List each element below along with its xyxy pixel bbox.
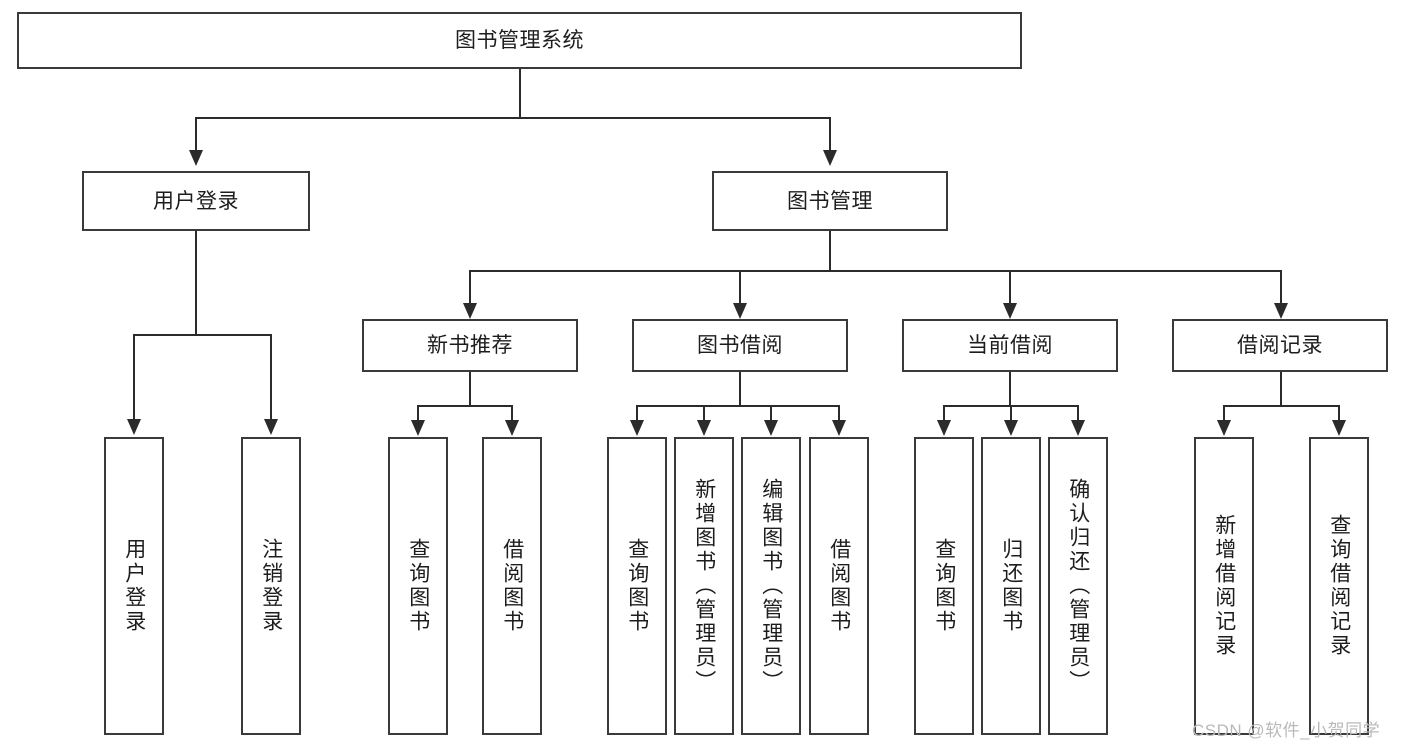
node-label: 新增图书（管理员） (692, 478, 716, 694)
arrow-root-to-book-manage (823, 150, 837, 166)
leaf-user-login[interactable]: 用户登录 (104, 437, 164, 735)
node-label: 借阅记录 (1237, 334, 1323, 357)
arrow-book-borrow-to-leaf-4 (832, 420, 846, 436)
connector-new-book-to-leaf-1 (417, 405, 419, 422)
node-label: 用户登录 (153, 189, 239, 213)
node-label: 图书管理 (787, 189, 873, 213)
connector-user-login-to-leaf-2 (270, 334, 272, 420)
connector-borrow-record-bar (1224, 405, 1340, 407)
node-label: 新增借阅记录 (1212, 514, 1236, 658)
connector-book-borrow-to-leaf-2 (703, 405, 705, 422)
connector-user-login-bar (134, 334, 271, 336)
node-label: 查询图书 (932, 538, 956, 634)
node-label: 编辑图书（管理员） (759, 478, 783, 694)
arrow-book-borrow-to-leaf-3 (764, 420, 778, 436)
arrow-user-login-to-leaf-1 (127, 419, 141, 435)
arrow-borrow-record-to-leaf-1 (1217, 420, 1231, 436)
connector-book-borrow-to-leaf-4 (838, 405, 840, 422)
node-user-login[interactable]: 用户登录 (82, 171, 310, 231)
node-label: 新书推荐 (427, 334, 513, 357)
connector-borrow-record-to-leaf-1 (1223, 405, 1225, 422)
node-current-borrow[interactable]: 当前借阅 (902, 319, 1118, 372)
connector-current-borrow-to-leaf-1 (943, 405, 945, 422)
connector-borrow-record-stem (1280, 372, 1282, 406)
connector-root-to-user-login (195, 117, 197, 152)
arrow-book-manage-to-new-book (463, 303, 477, 319)
csdn-watermark: CSDN @软件_小贺同学 (1192, 721, 1381, 740)
arrow-book-manage-to-current-borrow (1003, 303, 1017, 319)
node-label: 当前借阅 (967, 334, 1053, 357)
connector-book-borrow-stem (739, 372, 741, 406)
arrow-user-login-to-leaf-2 (264, 419, 278, 435)
node-label: 图书借阅 (697, 334, 783, 357)
connector-book-borrow-bar (637, 405, 840, 407)
connector-root-bar (196, 117, 831, 119)
connector-book-manage-stem (829, 231, 831, 271)
leaf-return-book[interactable]: 归还图书 (981, 437, 1041, 735)
arrow-root-to-user-login (189, 150, 203, 166)
connector-current-borrow-to-leaf-2 (1010, 405, 1012, 422)
arrow-book-manage-to-book-borrow (733, 303, 747, 319)
connector-root-to-book-manage (829, 117, 831, 152)
connector-borrow-record-to-leaf-2 (1338, 405, 1340, 422)
arrow-new-book-to-leaf-1 (411, 420, 425, 436)
leaf-query-borrow-record[interactable]: 查询借阅记录 (1309, 437, 1369, 735)
arrow-current-borrow-to-leaf-2 (1004, 420, 1018, 436)
arrow-book-borrow-to-leaf-1 (630, 420, 644, 436)
connector-new-book-to-leaf-2 (511, 405, 513, 422)
connector-book-borrow-to-leaf-1 (636, 405, 638, 422)
leaf-confirm-return-admin[interactable]: 确认归还（管理员） (1048, 437, 1108, 735)
connector-book-manage-to-book-borrow (739, 270, 741, 305)
leaf-query-book-borrow[interactable]: 查询图书 (607, 437, 667, 735)
node-label: 确认归还（管理员） (1066, 478, 1090, 694)
leaf-add-borrow-record[interactable]: 新增借阅记录 (1194, 437, 1254, 735)
node-book-borrow[interactable]: 图书借阅 (632, 319, 848, 372)
leaf-query-book-current[interactable]: 查询图书 (914, 437, 974, 735)
node-label: 注销登录 (259, 538, 283, 634)
node-label: 借阅图书 (500, 538, 524, 634)
connector-book-manage-to-current-borrow (1009, 270, 1011, 305)
leaf-borrow-book-new-recommend[interactable]: 借阅图书 (482, 437, 542, 735)
arrow-borrow-record-to-leaf-2 (1332, 420, 1346, 436)
connector-new-book-bar (418, 405, 513, 407)
node-label: 图书管理系统 (455, 29, 584, 52)
node-new-book-recommend[interactable]: 新书推荐 (362, 319, 578, 372)
leaf-borrow-book-borrow[interactable]: 借阅图书 (809, 437, 869, 735)
connector-user-login-to-leaf-1 (133, 334, 135, 420)
arrow-current-borrow-to-leaf-3 (1071, 420, 1085, 436)
node-book-management[interactable]: 图书管理 (712, 171, 948, 231)
leaf-add-book-admin[interactable]: 新增图书（管理员） (674, 437, 734, 735)
node-label: 归还图书 (999, 538, 1023, 634)
leaf-user-logout[interactable]: 注销登录 (241, 437, 301, 735)
leaf-edit-book-admin[interactable]: 编辑图书（管理员） (741, 437, 801, 735)
connector-user-login-stem (195, 231, 197, 335)
connector-root-stem (519, 69, 521, 118)
connector-current-borrow-to-leaf-3 (1077, 405, 1079, 422)
arrow-book-borrow-to-leaf-2 (697, 420, 711, 436)
node-label: 用户登录 (122, 538, 146, 634)
connector-book-manage-to-new-book (469, 270, 471, 305)
connector-book-borrow-to-leaf-3 (770, 405, 772, 422)
connector-current-borrow-stem (1009, 372, 1011, 406)
leaf-query-book-new-recommend[interactable]: 查询图书 (388, 437, 448, 735)
node-label: 查询图书 (625, 538, 649, 634)
node-root-book-management-system[interactable]: 图书管理系统 (17, 12, 1022, 69)
arrow-book-manage-to-borrow-record (1274, 303, 1288, 319)
arrow-current-borrow-to-leaf-1 (937, 420, 951, 436)
node-borrow-record[interactable]: 借阅记录 (1172, 319, 1388, 372)
connector-book-manage-bar (470, 270, 1282, 272)
node-label: 借阅图书 (827, 538, 851, 634)
connector-new-book-stem (469, 372, 471, 406)
node-label: 查询借阅记录 (1327, 514, 1351, 658)
arrow-new-book-to-leaf-2 (505, 420, 519, 436)
node-label: 查询图书 (406, 538, 430, 634)
connector-book-manage-to-borrow-record (1280, 270, 1282, 305)
